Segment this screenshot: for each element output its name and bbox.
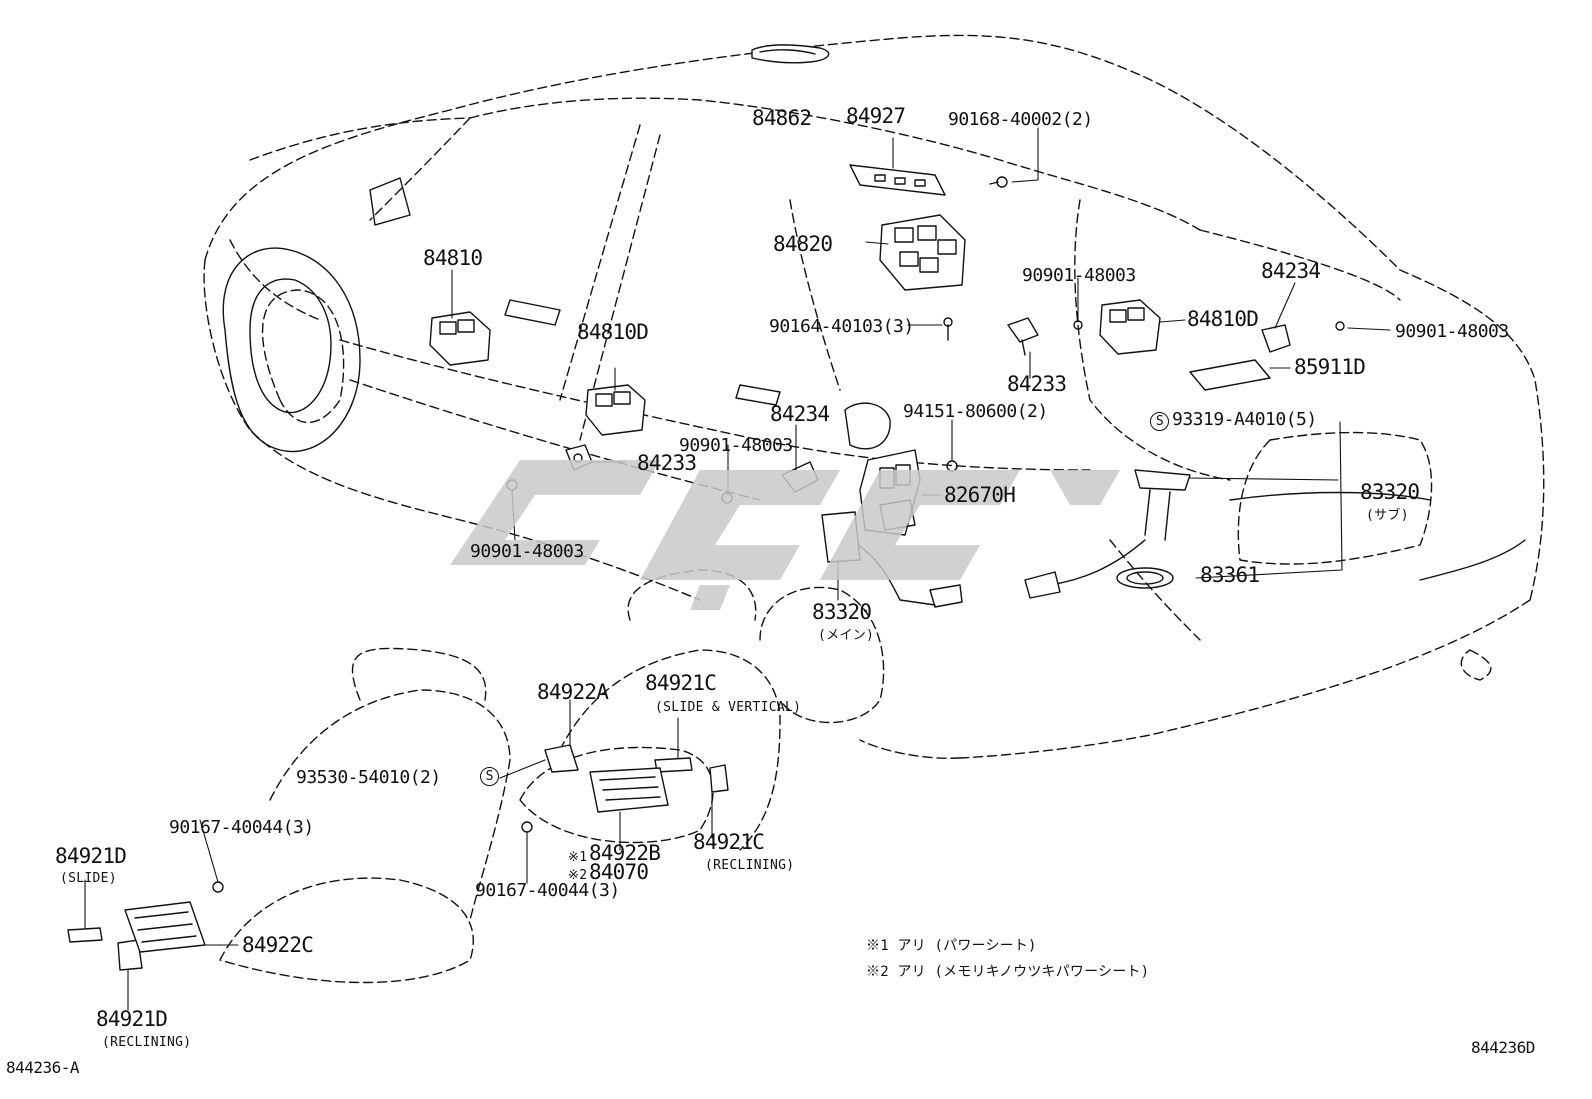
mark-1: ※1 [568, 850, 588, 865]
part-84921D-recline [117, 939, 143, 971]
part-84810D-left [585, 384, 646, 436]
label-84810D-left: 84810D [577, 320, 649, 344]
label-84922C: 84922C [242, 933, 314, 957]
mirror [369, 177, 411, 226]
trunk-line [1229, 491, 1431, 501]
label-84233-right: 84233 [1007, 372, 1067, 396]
part-84810D-right [1099, 299, 1161, 355]
label-84922A: 84922A [537, 680, 609, 704]
label-84921C-top-note: (SLIDE & VERTICAL) [655, 700, 802, 715]
drawing-id-left: 844236-A [6, 1058, 80, 1077]
label-83320-main: 83320 [812, 600, 872, 624]
mark-2: ※2 [568, 868, 588, 883]
part-84921C-recline [709, 764, 729, 793]
s-mark-seat: S [480, 767, 499, 786]
part-84922B [589, 767, 669, 813]
label-84233-left: 84233 [637, 451, 697, 475]
label-83361: 83361 [1200, 563, 1260, 587]
label-84921D-top-note: (SLIDE) [60, 871, 117, 886]
label-90901-48003-mid: 90901-48003 [679, 435, 793, 456]
part-83361 [1116, 567, 1174, 589]
label-84922B: 84922B [589, 841, 661, 865]
part-84820 [879, 214, 966, 291]
label-84820: 84820 [773, 232, 833, 256]
label-90167-40044-mid: 90167-40044(3) [475, 880, 620, 901]
label-90164-40103: 90164-40103(3) [769, 316, 914, 337]
part-83320-sub [1024, 469, 1191, 599]
part-84862 [751, 44, 830, 64]
part-84922C [124, 901, 206, 953]
label-83320-sub-note: (サブ) [1366, 508, 1409, 523]
part-84927 [849, 164, 946, 196]
label-84810D-right: 84810D [1187, 307, 1259, 331]
label-82670H: 82670H [944, 483, 1016, 507]
fuel-lid [844, 402, 891, 450]
label-90168-40002: 90168-40002(2) [948, 109, 1093, 130]
label-84810: 84810 [423, 246, 483, 270]
label-90901-48003-left: 90901-48003 [470, 541, 584, 562]
label-84234-left: 84234 [770, 402, 830, 426]
label-84862: 84862 [752, 106, 812, 130]
label-84070: 84070 [589, 860, 649, 884]
door-handle-rear [735, 384, 781, 406]
label-84927: 84927 [846, 104, 906, 128]
door-handle-front [504, 299, 561, 326]
part-84234-right [1261, 324, 1291, 353]
label-84234-right: 84234 [1261, 259, 1321, 283]
label-90167-40044-left: 90167-40044(3) [169, 817, 314, 838]
part-84921D-slide [67, 927, 103, 943]
label-90901-48003-right: 90901-48003 [1395, 321, 1509, 342]
label-84921D-bottom-note: (RECLINING) [102, 1035, 192, 1050]
label-84921C-bottom: 84921C [693, 830, 765, 854]
part-84233-right [1007, 317, 1039, 356]
label-93530-54010: 93530-54010(2) [296, 767, 441, 788]
part-85911D [1189, 359, 1271, 391]
label-83320-sub: 83320 [1360, 480, 1420, 504]
s-mark: S [1150, 412, 1169, 431]
footnote-2: ※2 アリ (メモリキノウツキパワーシート) [866, 964, 1150, 980]
label-94151-80600: 94151-80600(2) [903, 401, 1048, 422]
label-85911D: 85911D [1294, 355, 1366, 379]
footnote-1: ※1 アリ (パワーシート) [866, 938, 1037, 954]
label-93319-text: 93319-A4010(5) [1172, 409, 1317, 430]
label-90901-48003-top: 90901-48003 [1022, 265, 1136, 286]
label-83320-main-note: (メイン) [818, 628, 875, 643]
label-84921C-bottom-note: (RECLINING) [705, 858, 795, 873]
drawing-id-right: 844236D [1471, 1038, 1535, 1057]
part-84922A [544, 744, 579, 773]
label-84921C-top: 84921C [645, 671, 717, 695]
label-84921D-top: 84921D [55, 844, 127, 868]
part-84810-switch [429, 311, 491, 366]
label-84921D-bottom: 84921D [96, 1007, 168, 1031]
watermark-logo [450, 460, 1120, 610]
front-wheel [222, 247, 361, 453]
